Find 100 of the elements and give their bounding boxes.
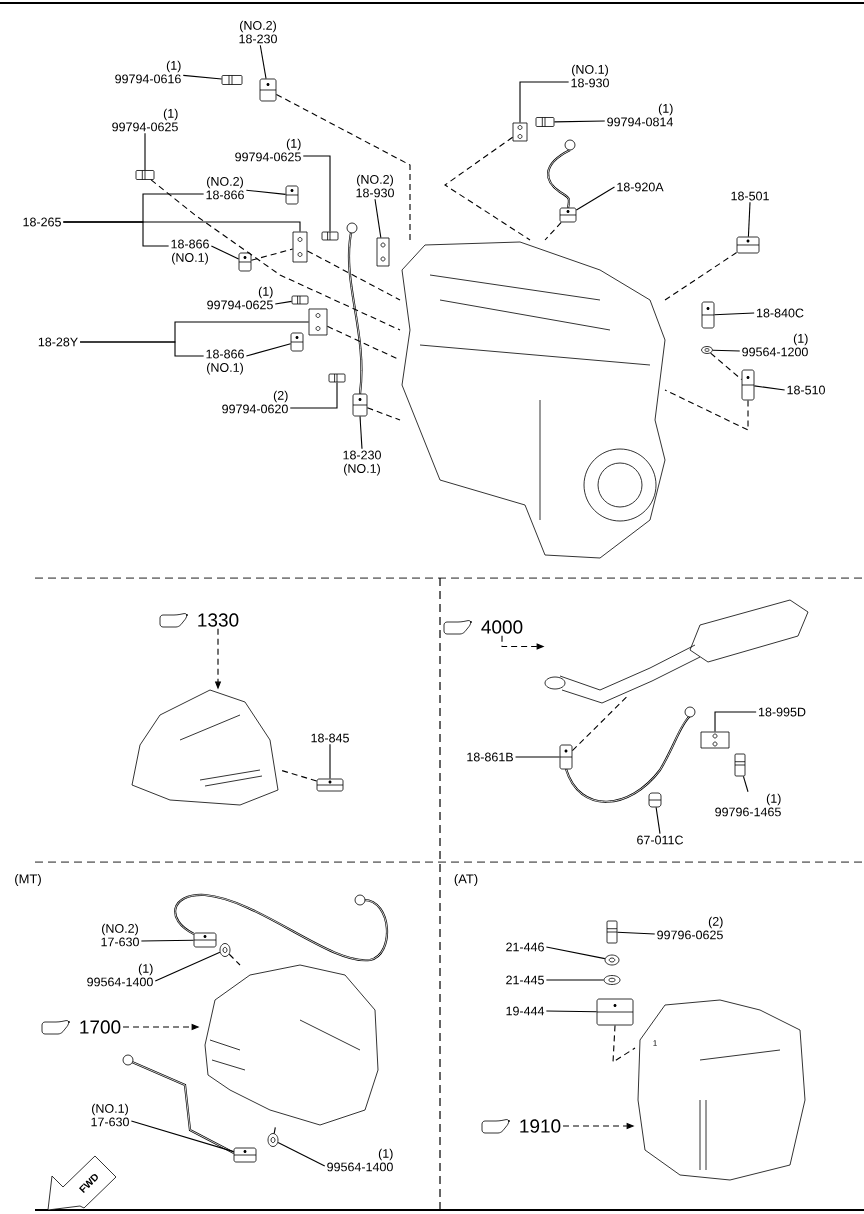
- part-number: 18-866 (NO.1): [171, 239, 209, 265]
- washer: [219, 943, 231, 957]
- bolt: [734, 753, 746, 777]
- air-cleaner-drawing: [131, 689, 279, 806]
- part-number: 18-995D: [759, 707, 806, 717]
- part-number: (NO.2) 17-630: [101, 923, 139, 947]
- part-number: (2) 99794-0620: [222, 390, 288, 414]
- bracket: [308, 308, 328, 336]
- leader-line: [274, 300, 293, 305]
- part-number: (1) 99564-1400: [87, 963, 153, 987]
- bracket: [376, 237, 390, 267]
- part-number: (1) 99794-0814: [607, 103, 673, 127]
- bolt: [221, 75, 243, 85]
- assembly-line: [273, 1124, 277, 1134]
- sensor-drawing: [741, 369, 755, 401]
- leader-line: [714, 711, 757, 733]
- leader-line: [62, 221, 170, 247]
- assembly-line: [571, 694, 629, 752]
- leader-line: [742, 775, 749, 793]
- washer: [603, 975, 621, 985]
- sensor-drawing: [193, 932, 217, 948]
- leader-line: [245, 343, 292, 357]
- part-number: (NO.1) 17-630: [91, 1103, 129, 1127]
- assembly-line: [664, 252, 738, 301]
- part-number: (1) 99796-1465: [715, 793, 781, 817]
- sensor-drawing: [559, 207, 577, 223]
- reference-number: 4000: [481, 620, 523, 634]
- leader-line: [289, 381, 338, 409]
- sensor-drawing: [316, 778, 344, 792]
- transmission-drawing: [637, 999, 806, 1181]
- bolt: [328, 373, 346, 383]
- assembly-line: [306, 250, 401, 301]
- part-number: 18-510: [787, 385, 825, 395]
- leader-line: [616, 931, 656, 935]
- part-number: 18-861B: [467, 752, 513, 762]
- sensor-drawing: [233, 1147, 257, 1163]
- leader-line: [747, 201, 751, 238]
- leader-line: [302, 155, 331, 233]
- part-number: 18-28Y: [38, 337, 78, 347]
- sensor-drawing: [285, 185, 299, 205]
- leader-line: [245, 189, 287, 195]
- leader-line: [329, 743, 331, 780]
- part-number: (NO.2) 18-230: [239, 20, 277, 44]
- assembly-line: [250, 248, 294, 261]
- assembly-line: [444, 136, 531, 241]
- leader-line: [575, 186, 616, 211]
- leader-line: [545, 1010, 598, 1013]
- part-number: 18-840C: [757, 308, 804, 318]
- leader-line: [182, 74, 223, 80]
- assembly-line: [279, 769, 318, 782]
- leader-line: [545, 979, 605, 981]
- bolt: [606, 920, 618, 944]
- bracket: [292, 231, 308, 263]
- leader-line: [374, 198, 382, 239]
- bracket: [700, 731, 730, 749]
- leader-line: [553, 120, 606, 123]
- part-number: 18-920A: [617, 182, 664, 192]
- sensor-drawing: [238, 252, 252, 272]
- sensor-drawing: [559, 706, 696, 803]
- exhaust-pipe-drawing: [544, 599, 809, 704]
- bolt: [291, 295, 309, 305]
- assembly-line: [544, 221, 562, 241]
- leader-line: [277, 1142, 326, 1167]
- part-number: (1) 99794-0616: [115, 60, 181, 84]
- part-number: 21-446: [506, 942, 544, 952]
- sensor-drawing: [736, 236, 760, 254]
- part-number: (1) 99794-0625: [112, 108, 178, 132]
- washer: [267, 1133, 279, 1147]
- leader-line: [259, 44, 267, 80]
- transmission-drawing: [204, 964, 379, 1126]
- leader-line: [712, 349, 741, 352]
- leader-line: [359, 415, 363, 450]
- part-number: 67-011C: [637, 835, 684, 845]
- sensor-drawing: [596, 998, 634, 1026]
- part-number: 18-501: [731, 191, 769, 201]
- part-number: 19-444: [506, 1006, 545, 1016]
- leader-line: [210, 245, 240, 260]
- sensor-drawing: [259, 78, 277, 102]
- assembly-line: [150, 179, 401, 331]
- part-number: (1) 99794-0625: [207, 286, 273, 310]
- part-number: 21-445: [506, 975, 544, 985]
- sensor-drawing: [290, 332, 304, 352]
- part-number: 18-265: [23, 217, 61, 227]
- assembly-line: [275, 93, 411, 241]
- sensor-drawing: [352, 393, 368, 417]
- part-number: (NO.2) 18-866: [206, 176, 244, 200]
- leader-line: [753, 385, 786, 391]
- assembly-line: [366, 407, 401, 421]
- bolt: [135, 170, 155, 180]
- section-label: (MT): [15, 873, 41, 887]
- leader-line: [545, 946, 606, 960]
- leader-line: [515, 756, 561, 758]
- leader-line: [519, 81, 570, 124]
- leader-line: [655, 806, 661, 835]
- bolt: [535, 117, 555, 127]
- sensor-drawing: [701, 301, 715, 329]
- leader-line: [130, 1120, 235, 1153]
- mark-number: 1: [653, 1040, 657, 1046]
- leader-line: [140, 939, 195, 942]
- leader-line: [154, 951, 221, 982]
